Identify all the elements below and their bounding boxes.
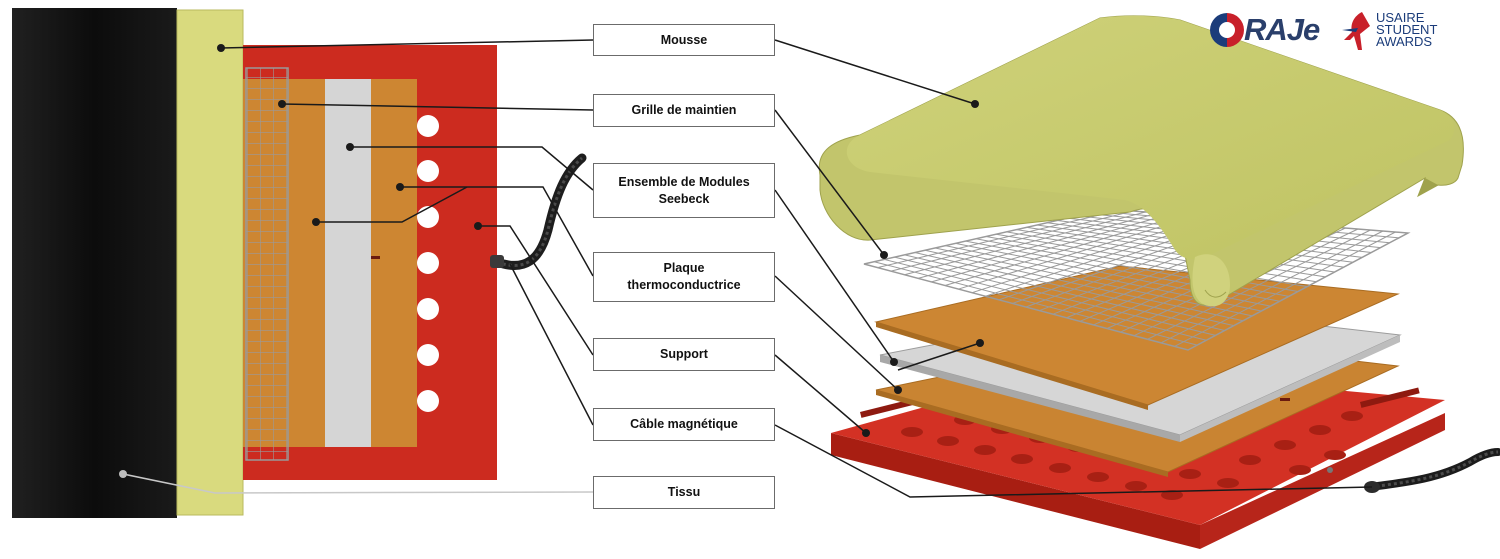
label-cable-magnetique: Câble magnétique (593, 408, 775, 441)
leader-support (478, 225, 594, 356)
leader-plaque-b (316, 186, 468, 223)
leader-mousse (220, 39, 594, 49)
label-tissu: Tissu (593, 476, 775, 509)
section-view (12, 8, 587, 518)
leader-tissu (122, 473, 594, 494)
label-mousse: Mousse (593, 24, 775, 56)
vent-holes (417, 115, 439, 412)
leader-cable-3d (774, 424, 1373, 498)
magnetic-cable-section (490, 153, 587, 270)
exploded-view (818, 15, 1500, 549)
leader-modules-3d (774, 189, 895, 363)
oraje-o-mark-icon (1210, 13, 1244, 47)
label-plaque-thermoconductrice: Plaque thermoconductrice (593, 252, 775, 302)
leader-plaque-3d-b (897, 342, 981, 371)
oraje-logo: RAJe (1210, 8, 1328, 52)
leader-mousse-3d (774, 39, 976, 105)
usaire-logo-text: USAIRE STUDENT AWARDS (1376, 10, 1438, 49)
label-support: Support (593, 338, 775, 371)
label-modules-seebeck: Ensemble de Modules Seebeck (593, 163, 775, 218)
fabric-layer (12, 8, 177, 518)
leader-modules (350, 146, 594, 191)
oraje-logo-text: RAJe (1244, 12, 1320, 47)
leader-plaque-3d (774, 275, 899, 391)
usaire-plane-icon (1342, 12, 1370, 50)
leader-cable (509, 263, 594, 426)
label-grille-de-maintien: Grille de maintien (593, 94, 775, 127)
leader-grille (281, 103, 594, 111)
foam-cushion-3d (818, 15, 1464, 307)
usaire-logo: USAIRE STUDENT AWARDS (1340, 10, 1460, 54)
leader-plaque-a (400, 186, 594, 277)
leader-support-3d (774, 354, 867, 434)
leader-lines (119, 39, 1373, 498)
holding-grid-side (245, 67, 289, 461)
seebeck-module-strip (325, 79, 371, 447)
foam-layer (177, 10, 243, 515)
leader-grille-3d (774, 109, 885, 256)
thermo-plate-right (371, 79, 417, 447)
